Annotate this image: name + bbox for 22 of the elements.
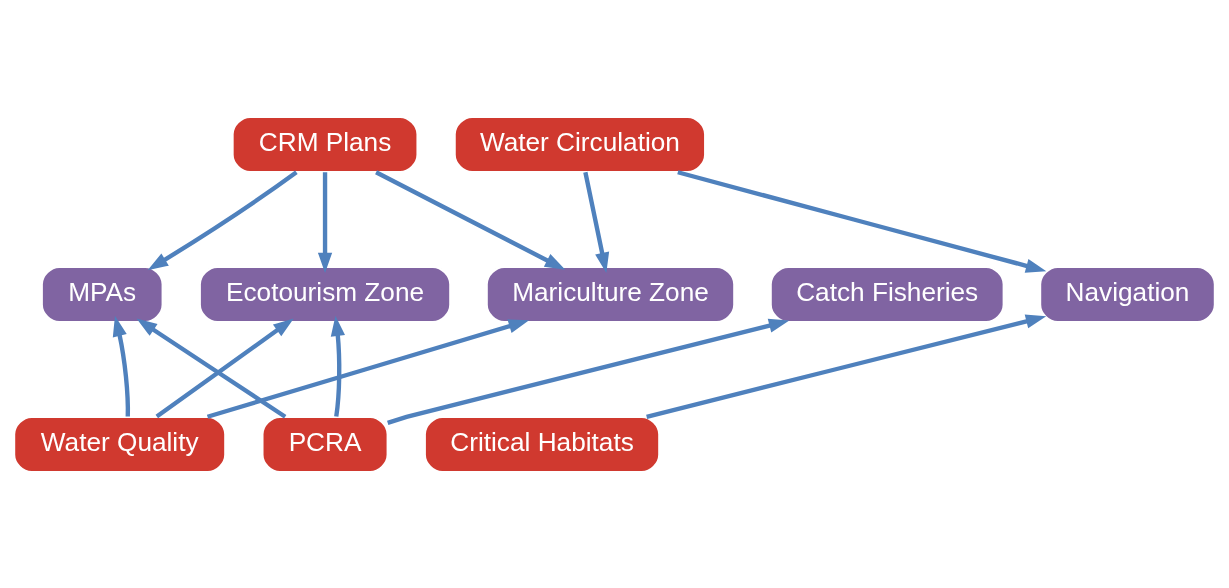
arrow — [387, 318, 790, 425]
node-box: Catch Fisheries — [769, 265, 1005, 323]
node-box: Mariculture Zone — [485, 265, 736, 323]
node-box: MPAs — [40, 265, 164, 323]
arrow — [155, 317, 294, 418]
arrow — [136, 318, 287, 419]
arrow — [646, 313, 1047, 419]
arrow — [677, 169, 1047, 273]
arrow — [375, 169, 566, 270]
node-box: PCRA — [261, 415, 389, 473]
node-box: Navigation — [1039, 265, 1216, 323]
arrow — [206, 318, 530, 419]
arrow — [330, 315, 345, 417]
node-box: CRM Plans — [231, 115, 419, 173]
arrow — [147, 170, 298, 270]
node-box: Water Circulation — [453, 115, 707, 173]
arrow — [317, 171, 333, 273]
node-box: Water Quality — [13, 415, 227, 473]
arrow — [112, 315, 131, 416]
arrow — [583, 171, 610, 273]
node-box: Critical Habitats — [423, 415, 661, 473]
node-box: Ecotourism Zone — [198, 265, 452, 323]
